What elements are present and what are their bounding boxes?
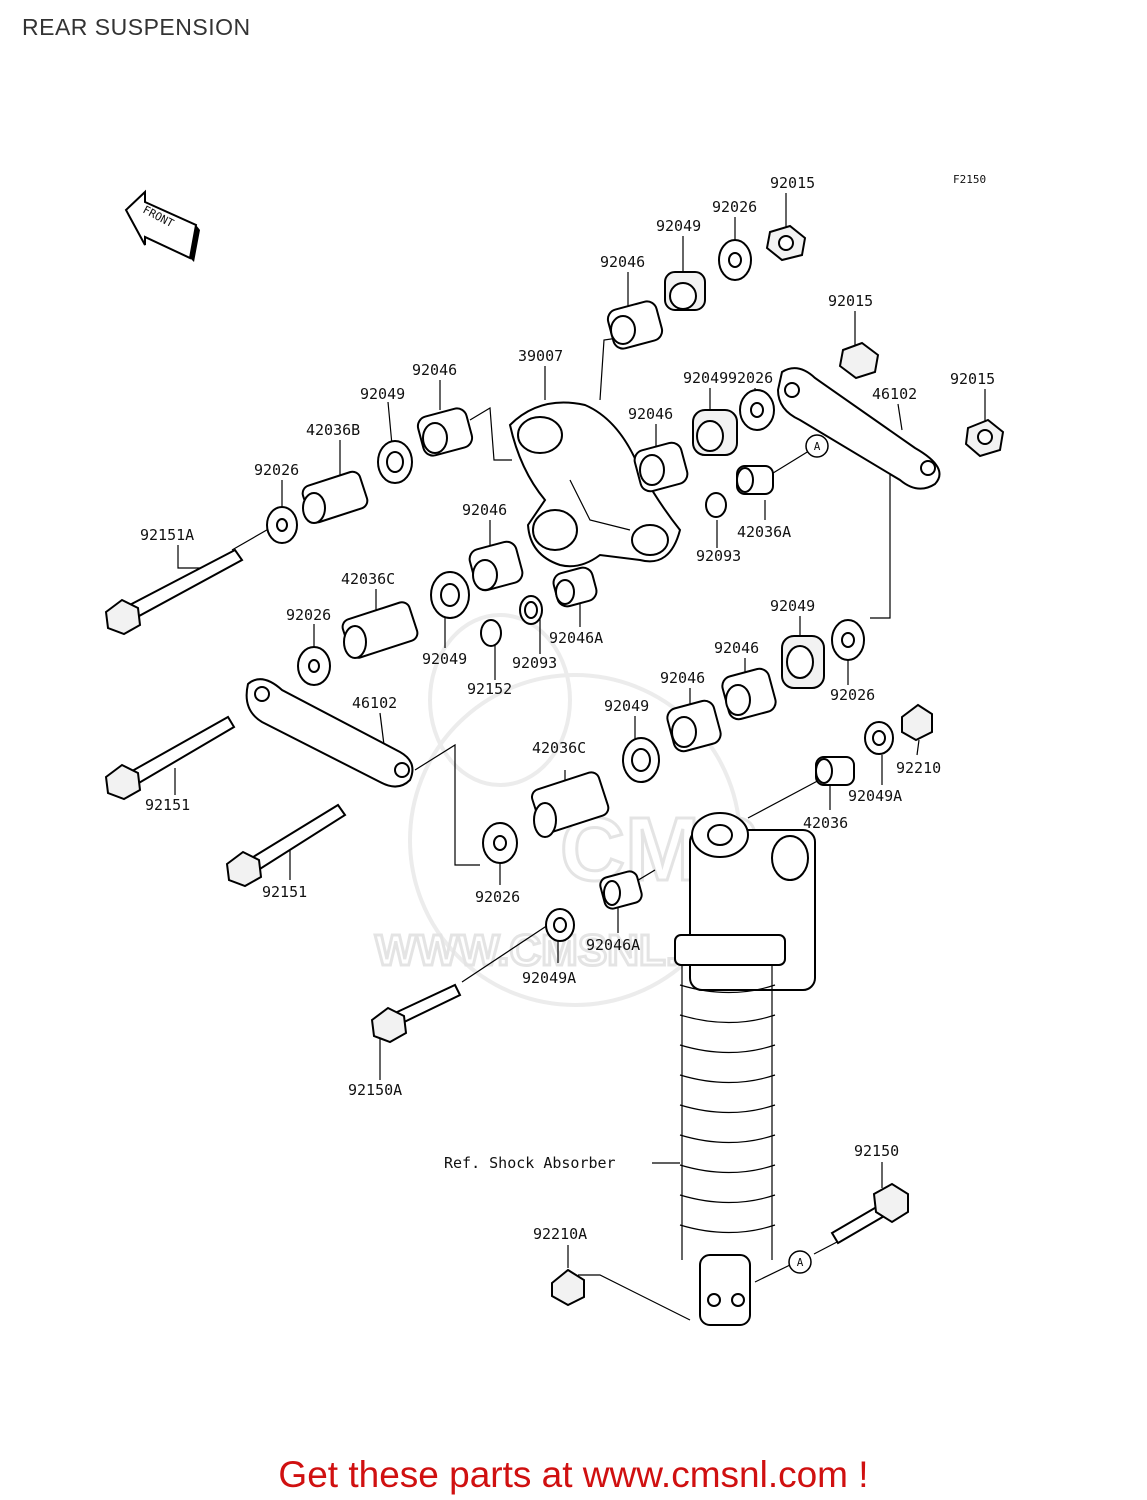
ref-marker-a-lower: A bbox=[788, 1250, 812, 1274]
hardware bbox=[104, 224, 1005, 1307]
part-label: 92049A bbox=[522, 969, 576, 987]
part-label: 92049 bbox=[770, 597, 815, 615]
tie-rod-lower bbox=[245, 678, 414, 788]
tie-rod-upper bbox=[776, 367, 941, 490]
part-label: 92015 bbox=[950, 370, 995, 388]
part-label: 92026 bbox=[728, 369, 773, 387]
part-label: 92152 bbox=[467, 680, 512, 698]
part-label: 42036C bbox=[341, 570, 395, 588]
shock-absorber bbox=[674, 812, 816, 1326]
part-label: 92026 bbox=[712, 198, 757, 216]
part-label: 92046 bbox=[714, 639, 759, 657]
part-label: 92046 bbox=[462, 501, 507, 519]
front-arrow-icon: FRONT bbox=[124, 189, 200, 262]
part-label: 92046 bbox=[412, 361, 457, 379]
part-label: 92015 bbox=[770, 174, 815, 192]
part-label: 92049A bbox=[848, 787, 902, 805]
part-label: 92026 bbox=[286, 606, 331, 624]
part-label: 92150 bbox=[854, 1142, 899, 1160]
part-label: 46102 bbox=[352, 694, 397, 712]
part-label: 92046 bbox=[628, 405, 673, 423]
part-label: 92049 bbox=[360, 385, 405, 403]
part-label: 46102 bbox=[872, 385, 917, 403]
part-labels: 92015 92026 92049 92046 92015 39007 9202… bbox=[140, 174, 995, 1243]
part-label: 92026 bbox=[475, 888, 520, 906]
ref-marker-a-upper: A bbox=[805, 434, 829, 458]
part-label: 92049 bbox=[683, 369, 728, 387]
promo-link[interactable]: Get these parts at www.cmsnl.com ! bbox=[278, 1454, 869, 1495]
part-label: 92210 bbox=[896, 759, 941, 777]
part-label: 92026 bbox=[254, 461, 299, 479]
link-39007 bbox=[508, 401, 682, 568]
part-label: 92151 bbox=[262, 883, 307, 901]
part-label: 42036A bbox=[737, 523, 791, 541]
part-label: 92151 bbox=[145, 796, 190, 814]
part-label: 92015 bbox=[828, 292, 873, 310]
part-label: 92150A bbox=[348, 1081, 402, 1099]
svg-text:A: A bbox=[797, 1256, 804, 1269]
figure-code: F2150 bbox=[953, 173, 986, 186]
part-label: 92046A bbox=[586, 936, 640, 954]
part-label: 92049 bbox=[656, 217, 701, 235]
page-title: REAR SUSPENSION bbox=[22, 14, 251, 40]
part-label: Ref. Shock Absorber bbox=[444, 1154, 616, 1172]
part-label: 42036C bbox=[532, 739, 586, 757]
part-label: 92046 bbox=[660, 669, 705, 687]
part-label: 92093 bbox=[512, 654, 557, 672]
svg-text:A: A bbox=[814, 440, 821, 453]
part-label: 92151A bbox=[140, 526, 194, 544]
part-label: 92093 bbox=[696, 547, 741, 565]
part-label: 92210A bbox=[533, 1225, 587, 1243]
part-label: 42036 bbox=[803, 814, 848, 832]
part-label: 92026 bbox=[830, 686, 875, 704]
part-label: 92046A bbox=[549, 629, 603, 647]
part-label: 39007 bbox=[518, 347, 563, 365]
part-label: 92049 bbox=[604, 697, 649, 715]
part-label: 92046 bbox=[600, 253, 645, 271]
part-label: 42036B bbox=[306, 421, 360, 439]
part-label: 92049 bbox=[422, 650, 467, 668]
